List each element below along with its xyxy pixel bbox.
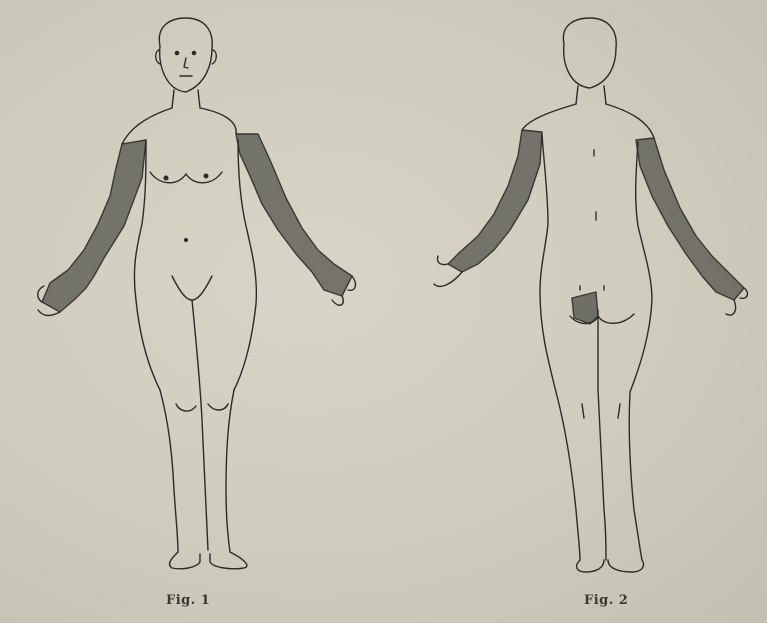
figure-2-knee-marks: [582, 404, 620, 418]
figure-1-foot-right: [170, 552, 200, 569]
figure-2-shaded-arm-left: [636, 138, 744, 300]
figure-1-shoulders: [122, 108, 236, 144]
figure-1-front-view: [38, 18, 356, 569]
figure-2-back-dimples: [580, 286, 604, 290]
figure-2-neck: [576, 86, 606, 104]
figure-2-spine: [594, 150, 596, 220]
figure-1-hip-lines: [172, 276, 212, 300]
figure-2-foot-right: [577, 560, 604, 572]
figure-1-nipple-left: [204, 174, 208, 178]
figure-2-caption: Fig. 2: [584, 593, 628, 608]
figure-2-inner-legs: [598, 390, 606, 560]
figure-1-head: [159, 18, 212, 92]
figure-1-inner-legs: [192, 300, 208, 550]
figure-1-navel: [185, 239, 188, 242]
figure-2-leg-left: [629, 392, 642, 560]
figure-2-buttocks: [570, 310, 634, 390]
figure-1-eye-left: [192, 51, 195, 54]
figure-1-eye-right: [175, 51, 178, 54]
figure-1-caption: Fig. 1: [166, 593, 210, 608]
figure-2-head: [563, 18, 616, 88]
figure-1-shaded-arm-left: [236, 134, 352, 296]
figure-2-foot-left: [608, 560, 644, 572]
figure-2-shaded-arm-right: [448, 130, 542, 272]
figure-1-nose: [184, 58, 188, 68]
figure-1-leg-right: [160, 390, 178, 552]
figure-1-ear-left: [212, 50, 216, 64]
figure-1-foot-left: [210, 552, 247, 569]
figure-2-torso-right: [540, 134, 556, 392]
figure-2-shaded-buttock-patch: [572, 292, 598, 324]
figure-2-leg-right: [556, 392, 580, 560]
figure-1-shaded-arm-right: [42, 140, 146, 312]
figure-2-back-view: [434, 18, 747, 572]
figure-1-leg-left: [226, 390, 234, 552]
figure-1-breasts: [150, 172, 222, 183]
figure-1-nipple-right: [164, 176, 168, 180]
